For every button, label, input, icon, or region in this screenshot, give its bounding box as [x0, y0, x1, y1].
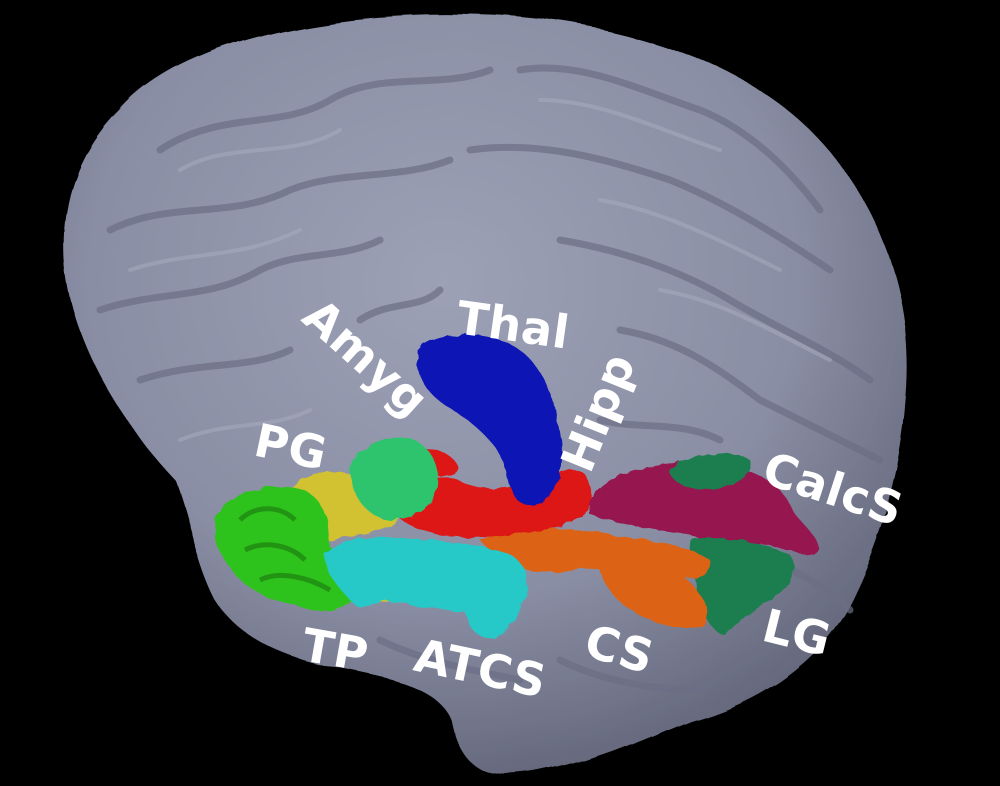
cortex-gyri-lines	[96, 64, 884, 694]
temporal-pole-folds	[238, 506, 332, 593]
amygdala-region	[350, 437, 439, 520]
calcarine-sulcus-region	[590, 461, 820, 555]
calcarine-sulcus-green-patch	[668, 454, 751, 490]
label-tp: TP	[298, 618, 372, 683]
collateral-sulcus-region	[480, 528, 711, 630]
atcs-region	[325, 537, 528, 639]
cortex-sulci-highlights	[128, 98, 832, 442]
lingual-gyrus-region	[689, 538, 794, 635]
brain-structures	[214, 334, 820, 639]
thalamus-region	[416, 334, 563, 505]
